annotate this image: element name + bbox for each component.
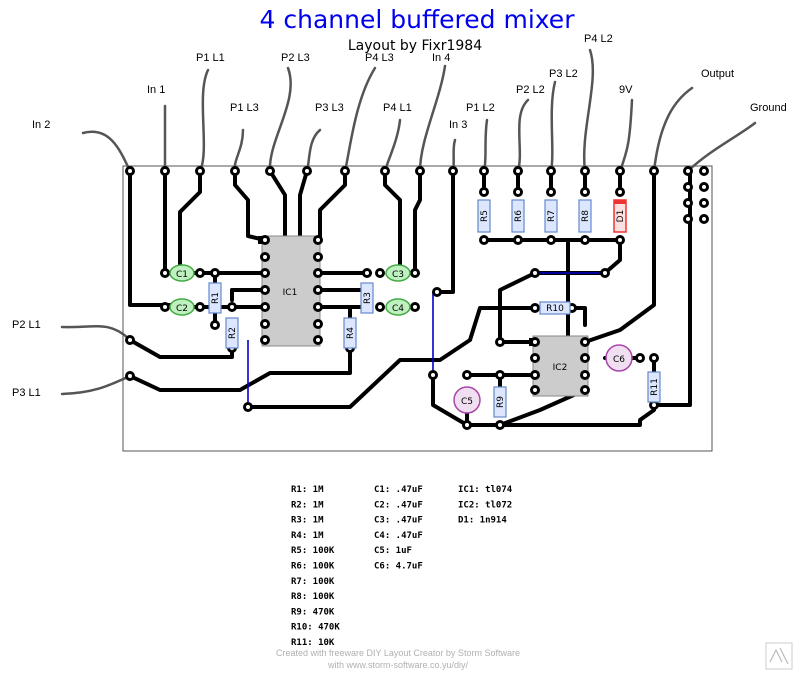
label-p4l1: P4 L1 xyxy=(383,102,412,114)
label-p2l3: P2 L3 xyxy=(281,52,310,64)
res-r2: R2 xyxy=(225,317,239,349)
c5-label: C5 xyxy=(461,397,473,407)
wire-labels: In 2 In 1 P1 L1 P1 L3 P2 L3 P3 L3 P4 L3 … xyxy=(12,33,787,399)
bom-item-resistor: R4: 1M xyxy=(291,531,324,541)
footer-line-1: Created with freeware DIY Layout Creator… xyxy=(276,648,520,658)
label-p4l2: P4 L2 xyxy=(584,33,613,45)
bom-item-capacitor: C1: .47uF xyxy=(374,485,423,495)
label-p2l1: P2 L1 xyxy=(12,319,41,331)
footer-line-2: with www.storm-software.co.yu/diy/ xyxy=(327,660,469,670)
r7-label: R7 xyxy=(547,210,557,222)
r11-label: R11 xyxy=(650,378,660,396)
bom-item-resistor: R1: 1M xyxy=(291,485,324,495)
r3-label: R3 xyxy=(363,292,373,304)
label-in4: In 4 xyxy=(432,52,450,64)
bom-item-resistor: R11: 10K xyxy=(291,638,335,648)
bom-item-capacitor: C3: .47uF xyxy=(374,516,423,526)
label-p3l1: P3 L1 xyxy=(12,387,41,399)
bom-item-capacitor: C2: .47uF xyxy=(374,500,423,510)
label-in1: In 1 xyxy=(147,84,165,96)
r1-label: R1 xyxy=(211,292,221,304)
bom-item-resistor: R9: 470K xyxy=(291,607,335,617)
c4-label: C4 xyxy=(392,304,404,314)
res-r8: R8 xyxy=(578,199,592,233)
bom-item-semiconductor: IC2: tl072 xyxy=(458,500,512,510)
c1-label: C1 xyxy=(176,270,188,280)
label-p4l3: P4 L3 xyxy=(365,52,394,64)
bom-item-capacitor: C5: 1uF xyxy=(374,546,412,556)
bom-item-resistor: R2: 1M xyxy=(291,500,324,510)
cap-c4: C4 xyxy=(385,298,411,316)
res-r4: R4 xyxy=(343,317,357,349)
res-r10: R10 xyxy=(539,301,571,315)
bom-resistors: R1: 1M R2: 1M R3: 1M R4: 1M R5: 100K R6: 100K… xyxy=(291,485,340,648)
label-in2: In 2 xyxy=(32,119,50,131)
bom-item-resistor: R6: 100K xyxy=(291,562,335,572)
label-p1l3: P1 L3 xyxy=(230,102,259,114)
res-r5: R5 xyxy=(477,199,491,233)
res-r3: R3 xyxy=(360,282,374,314)
label-p2l2: P2 L2 xyxy=(516,84,545,96)
ic1: IC1 xyxy=(258,235,323,347)
cap-c2: C2 xyxy=(169,298,195,316)
cap-c5: C5 xyxy=(453,386,481,414)
ic2: IC2 xyxy=(529,335,590,397)
r5-label: R5 xyxy=(480,210,490,222)
r6-label: R6 xyxy=(514,210,524,222)
r10-label: R10 xyxy=(546,304,564,314)
diy-logo-icon xyxy=(765,642,793,670)
label-p1l2: P1 L2 xyxy=(466,102,495,114)
bom-item-resistor: R8: 100K xyxy=(291,592,335,602)
res-r9: R9 xyxy=(493,386,507,418)
bom-item-semiconductor: D1: 1n914 xyxy=(458,516,507,526)
bom-item-resistor: R3: 1M xyxy=(291,516,324,526)
bom-item-capacitor: C6: 4.7uF xyxy=(374,562,423,572)
board-outline xyxy=(122,165,713,452)
r2-label: R2 xyxy=(228,327,238,339)
label-p1l1: P1 L1 xyxy=(196,52,225,64)
d1-label: D1 xyxy=(616,210,626,223)
res-r1: R1 xyxy=(208,282,222,314)
label-p3l3: P3 L3 xyxy=(315,102,344,114)
jumpers xyxy=(247,272,605,407)
cap-c1: C1 xyxy=(169,264,195,282)
res-r6: R6 xyxy=(511,199,525,233)
bom-item-resistor: R5: 100K xyxy=(291,546,335,556)
bom-item-resistor: R10: 470K xyxy=(291,623,340,633)
bom-item-capacitor: C4: .47uF xyxy=(374,531,423,541)
c3-label: C3 xyxy=(392,270,404,280)
label-p3l2: P3 L2 xyxy=(549,68,578,80)
ic1-label: IC1 xyxy=(283,288,298,298)
r4-label: R4 xyxy=(346,327,356,339)
res-r7: R7 xyxy=(544,199,558,233)
diode-d1: D1 xyxy=(613,199,627,233)
bom-capacitors: C1: .47uF C2: .47uF C3: .47uF C4: .47uF C5: … xyxy=(374,485,423,572)
cap-c6: C6 xyxy=(605,344,633,372)
c2-label: C2 xyxy=(176,304,188,314)
bom-item-semiconductor: IC1: tl074 xyxy=(458,485,513,495)
diagram-title: 4 channel buffered mixer xyxy=(260,5,576,34)
ic2-label: IC2 xyxy=(553,363,568,373)
diagram-subtitle: Layout by Fixr1984 xyxy=(348,38,482,54)
r9-label: R9 xyxy=(496,396,506,408)
bom-item-resistor: R7: 100K xyxy=(291,577,335,587)
res-r11: R11 xyxy=(647,371,661,403)
label-output: Output xyxy=(701,68,734,80)
cap-c3: C3 xyxy=(385,264,411,282)
label-9v: 9V xyxy=(619,84,633,96)
label-in3: In 3 xyxy=(449,119,467,131)
r8-label: R8 xyxy=(581,210,591,222)
c6-label: C6 xyxy=(613,355,625,365)
label-ground: Ground xyxy=(750,102,787,114)
